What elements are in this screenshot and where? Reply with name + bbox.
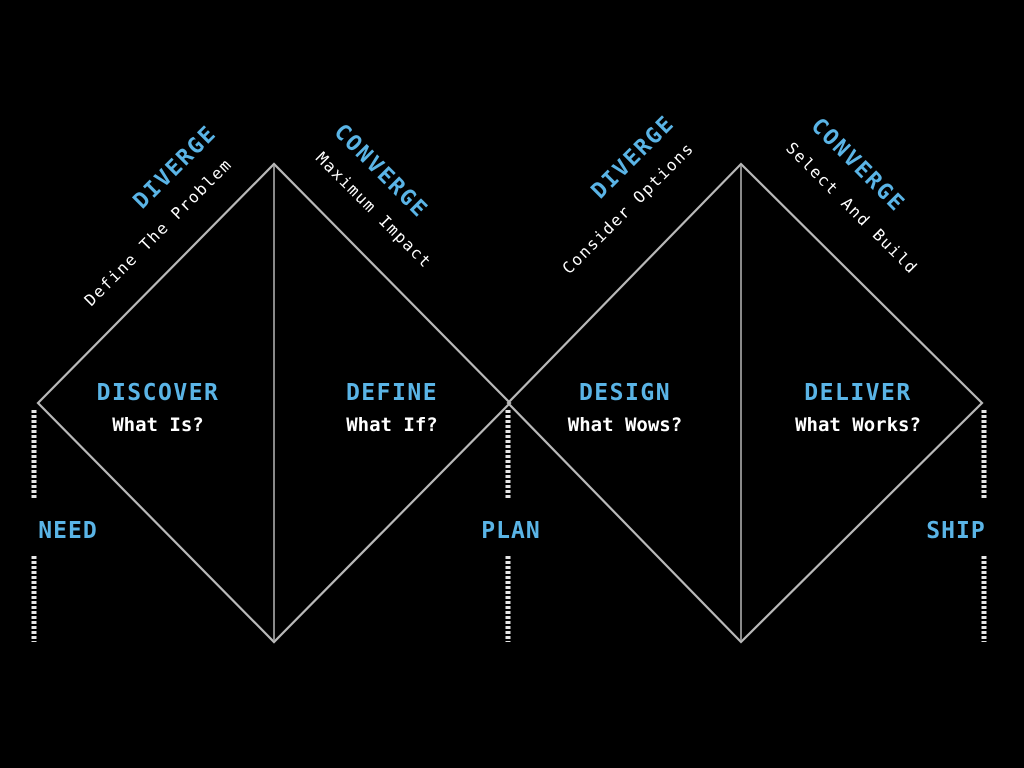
- phase-deliver-question: What Works?: [795, 414, 921, 436]
- second-diamond: [506, 162, 984, 644]
- phase-discover-title: DISCOVER: [97, 380, 220, 406]
- milestone-need: NEED: [38, 518, 97, 544]
- phase-define-question: What If?: [346, 414, 438, 436]
- phase-deliver-title: DELIVER: [804, 380, 911, 406]
- phase-discover-question: What Is?: [112, 414, 204, 436]
- phase-design-question: What Wows?: [568, 414, 682, 436]
- milestone-ship: SHIP: [926, 518, 985, 544]
- phase-design-title: DESIGN: [579, 380, 671, 406]
- milestone-plan: PLAN: [481, 518, 540, 544]
- phase-define-title: DEFINE: [346, 380, 438, 406]
- first-diamond: [36, 162, 512, 644]
